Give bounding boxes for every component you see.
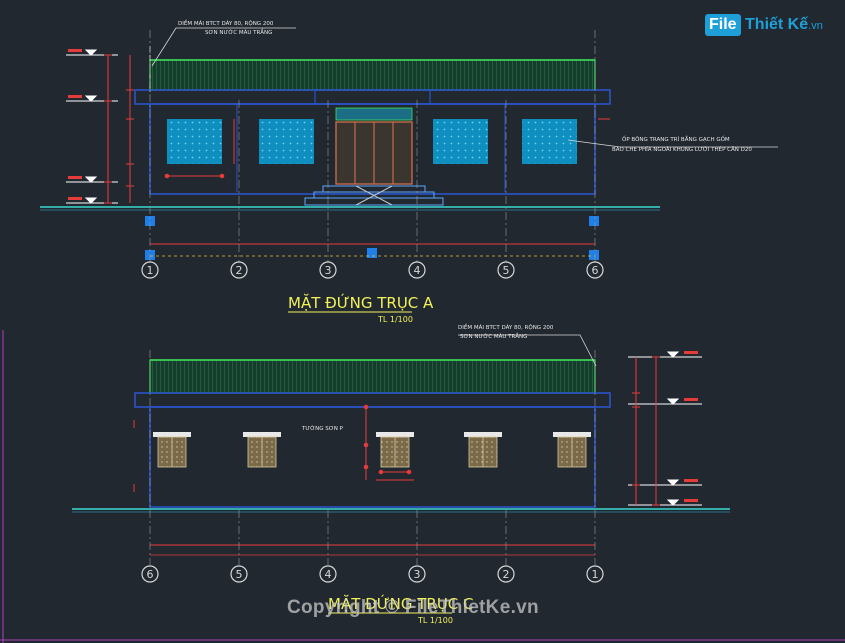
window-dimensions-c — [133, 404, 414, 492]
decor-panel-1 — [167, 119, 222, 164]
entrance-door-a — [335, 107, 413, 185]
axis-label-a-1: 1 — [147, 264, 154, 277]
level-markers-c — [628, 351, 702, 506]
entrance-canopy-a — [314, 89, 431, 105]
wall-outline-c — [149, 406, 596, 508]
axis-bubble-a-2: 2 — [230, 261, 248, 279]
axis-label-a-4: 4 — [414, 264, 421, 277]
axis-bubble-a-3: 3 — [319, 261, 337, 279]
axis-label-a-3: 3 — [325, 264, 332, 277]
decor-panel-4 — [522, 119, 577, 164]
column-marker-1 — [145, 216, 155, 226]
window-c-4 — [464, 432, 502, 468]
column-note-a-line1: ỐP BÔNG TRANG TRÍ BẰNG GẠCH GỐM — [622, 135, 730, 143]
axis-label-c-1: 6 — [147, 568, 154, 581]
window-dimensions-a — [164, 118, 610, 179]
title-elevation-c: MẶT ĐỨNG TRỤC C — [328, 594, 474, 613]
scale-elevation-a: TL 1/100 — [377, 315, 413, 324]
scale-elevation-c: TL 1/100 — [417, 616, 453, 625]
axis-label-c-5: 2 — [503, 568, 510, 581]
watermark-copyright: Copyright © FileThietKe.vn — [287, 597, 539, 618]
watermark-logo: File Thiết Kế.vn — [705, 14, 823, 36]
axis-bubbles-a: 1 2 3 4 5 6 — [141, 261, 604, 279]
axis-bubble-a-4: 4 — [408, 261, 426, 279]
axis-bubble-c-6: 1 — [586, 565, 604, 583]
eave-band-c — [134, 392, 611, 408]
axis-bubble-c-5: 2 — [497, 565, 515, 583]
axis-bubble-c-3: 4 — [319, 565, 337, 583]
axis-label-a-5: 5 — [503, 264, 510, 277]
axis-bubble-c-1: 6 — [141, 565, 159, 583]
axis-label-a-2: 2 — [236, 264, 243, 277]
roof-tiles-c — [149, 359, 596, 394]
roof-note-a-line2: SƠN NƯỚC MÀU TRẮNG — [205, 28, 272, 36]
roof-note-c-line1: DIỀM MÁI BTCT DÀY 80, RỘNG 200 — [458, 323, 554, 331]
axis-label-c-4: 3 — [414, 568, 421, 581]
window-c-1 — [153, 432, 191, 468]
axis-bubble-a-5: 5 — [497, 261, 515, 279]
column-base-mid — [367, 248, 377, 258]
axis-guides-c — [149, 350, 596, 565]
axis-label-c-6: 1 — [592, 568, 599, 581]
level-markers-a — [66, 49, 118, 204]
vertical-dimensions-c — [632, 356, 660, 506]
window-c-5 — [553, 432, 591, 468]
column-marker-6 — [589, 216, 599, 226]
callout-leaders-a — [151, 27, 778, 148]
axis-bubble-a-1: 1 — [141, 261, 159, 279]
watermark-logo-domain: .vn — [808, 20, 823, 32]
window-c-3 — [376, 432, 414, 468]
decor-panel-2 — [259, 119, 314, 164]
column-base-6 — [589, 250, 599, 260]
roof-note-a-line1: DIỀM MÁI BTCT DÀY 80, RỘNG 200 — [178, 19, 274, 27]
roof-tiles-a — [149, 59, 596, 91]
axis-label-a-6: 6 — [592, 264, 599, 277]
callout-leader-c — [458, 334, 597, 367]
axis-bubble-a-6: 6 — [586, 261, 604, 279]
watermark-logo-text: Thiết Kế — [745, 16, 809, 33]
elevation-a — [40, 27, 778, 262]
title-elevation-a: MẶT ĐỨNG TRỤC A — [288, 293, 434, 312]
elevation-c — [72, 334, 730, 565]
decor-panel-3 — [433, 119, 488, 164]
axis-bubble-c-2: 5 — [230, 565, 248, 583]
roof-note-c-line2: SƠN NƯỚC MÀU TRẮNG — [460, 332, 527, 340]
axis-bubbles-c: 6 5 4 3 2 1 — [141, 565, 604, 583]
window-c-2 — [243, 432, 281, 468]
eave-band-a — [134, 89, 611, 105]
axis-label-c-2: 5 — [236, 568, 243, 581]
axis-label-c-3: 4 — [325, 568, 332, 581]
axis-bubble-c-4: 3 — [408, 565, 426, 583]
axis-guides-a — [149, 30, 596, 262]
entrance-steps-a — [304, 185, 444, 206]
vertical-dimensions-a — [104, 54, 134, 204]
column-note-a-line2: BAO CHE PHÍA NGOÀI KHUNG LƯỚI THÉP CÂN D… — [612, 145, 752, 153]
watermark-logo-box: File — [705, 14, 741, 36]
wall-note-c: TƯỜNG SƠN P — [301, 425, 344, 432]
